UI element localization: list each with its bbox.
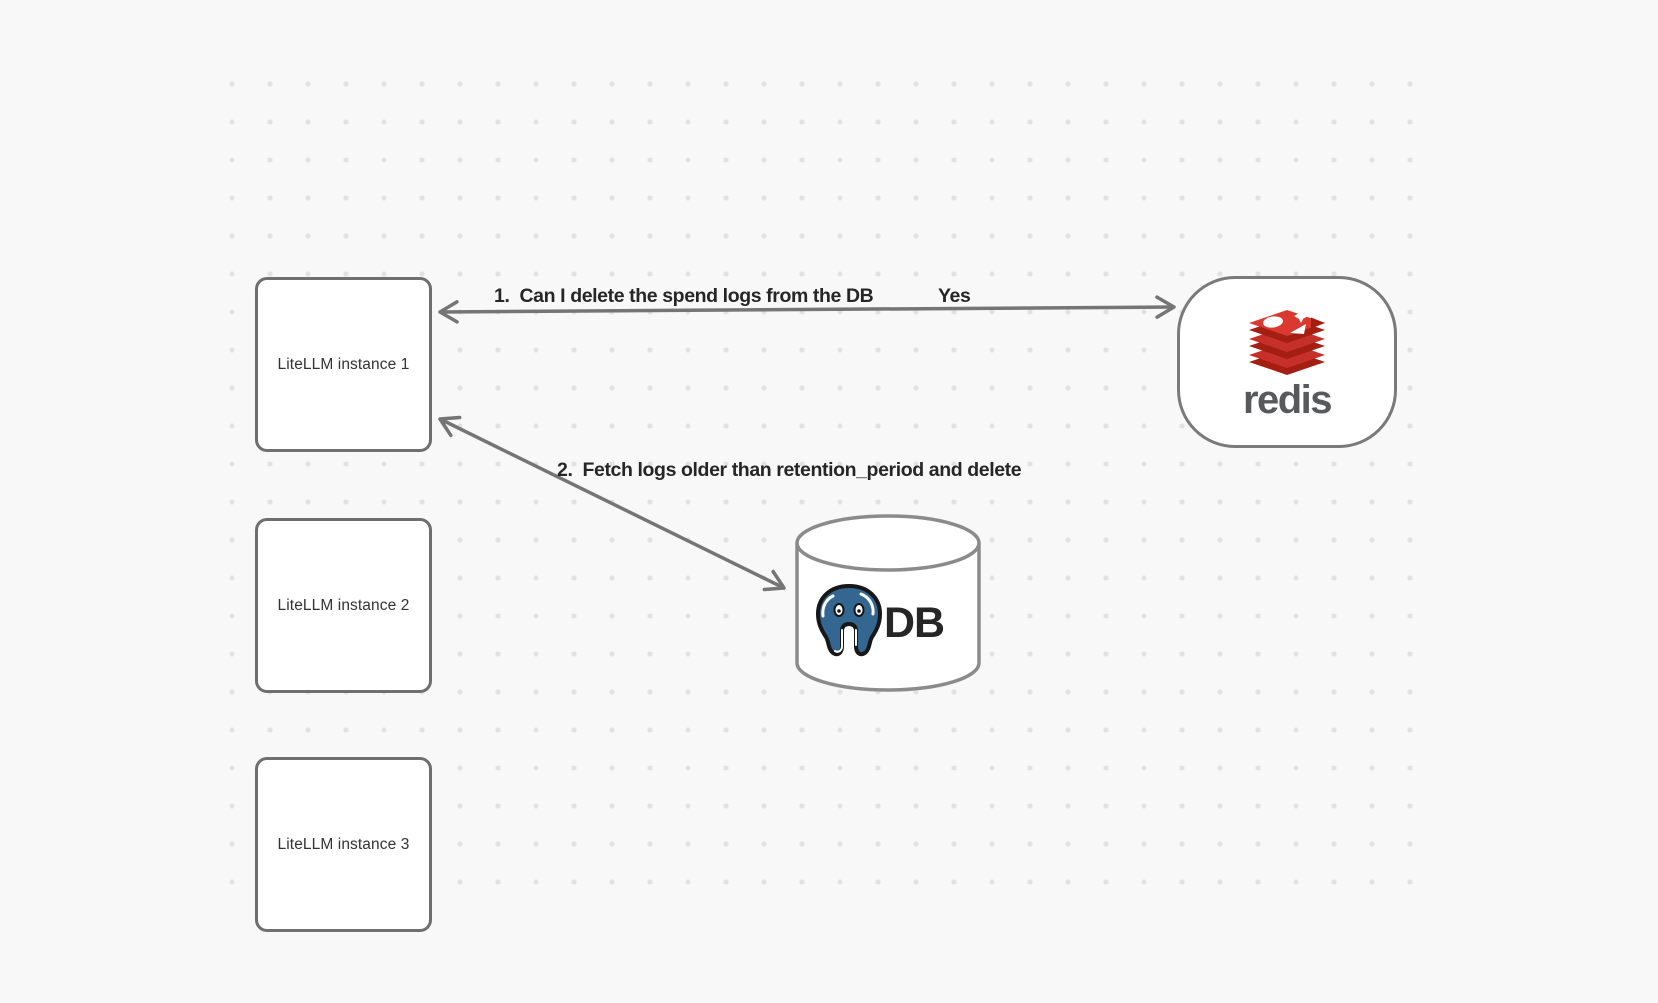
node-litellm-instance-2[interactable]: LiteLLM instance 2: [255, 518, 432, 693]
litellm-instance-3-label: LiteLLM instance 3: [277, 835, 410, 853]
node-litellm-instance-3[interactable]: LiteLLM instance 3: [255, 757, 432, 932]
edge1-question-label: 1. Can I delete the spend logs from the …: [494, 285, 874, 307]
edge2-label: 2. Fetch logs older than retention_perio…: [557, 459, 1022, 481]
database-label: DB: [884, 599, 945, 647]
node-database[interactable]: [794, 513, 982, 694]
node-redis[interactable]: redis: [1177, 276, 1397, 448]
postgresql-elephant-icon: [816, 584, 882, 657]
db-cylinder-icon: [795, 543, 981, 692]
litellm-instance-2-label: LiteLLM instance 2: [277, 596, 410, 614]
redis-wordmark: redis: [1242, 377, 1333, 422]
redis-logo-icon: [1249, 308, 1325, 375]
litellm-instance-1-label: LiteLLM instance 1: [277, 355, 410, 373]
edge1-answer-label: Yes: [938, 285, 971, 307]
node-litellm-instance-1[interactable]: LiteLLM instance 1: [255, 277, 432, 452]
